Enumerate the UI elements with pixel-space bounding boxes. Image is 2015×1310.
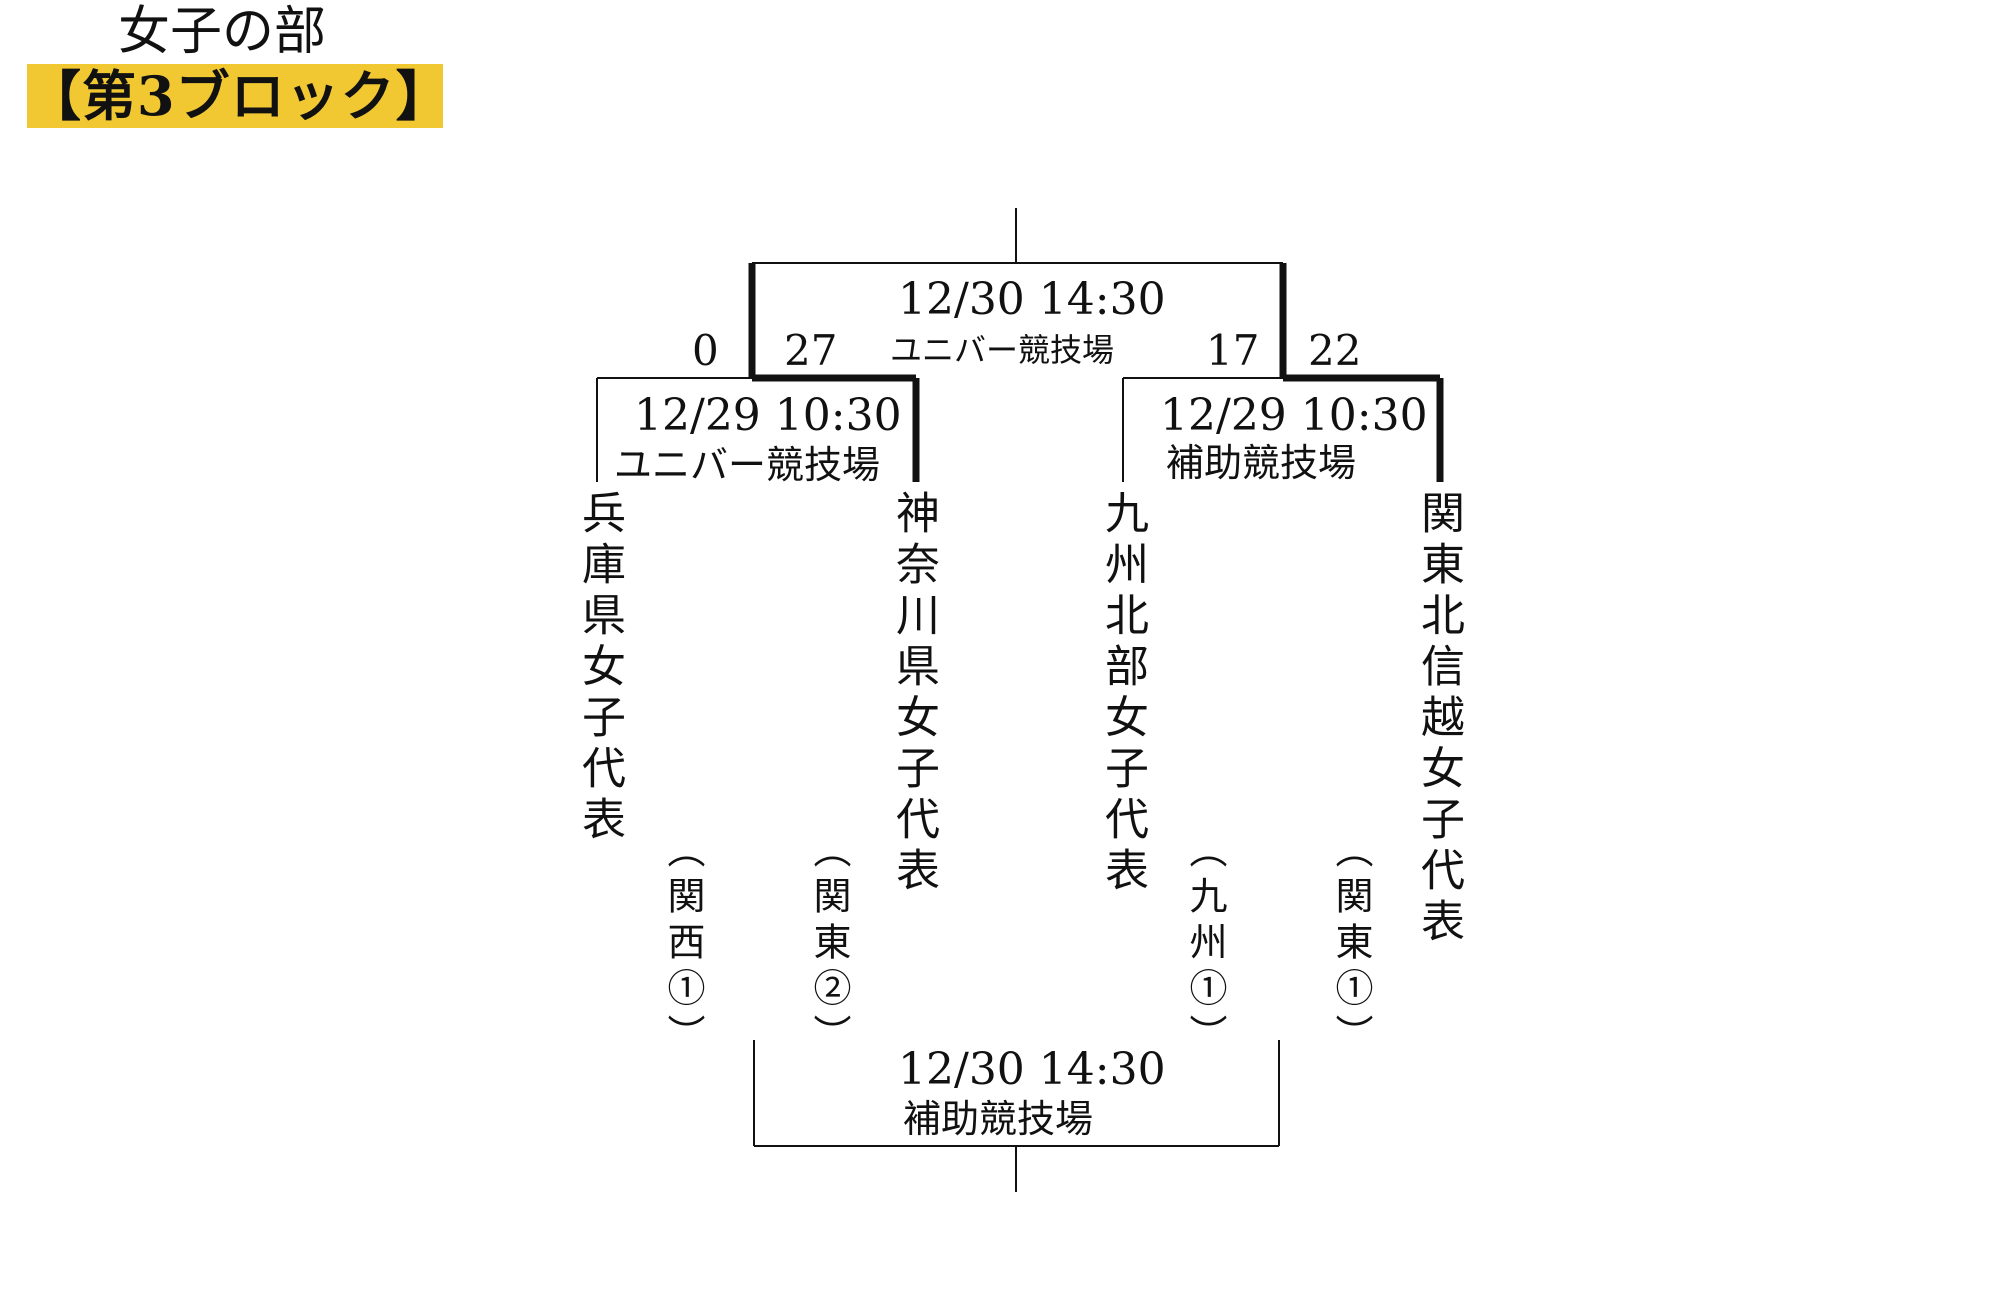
third-datetime: 12/30 14:30 bbox=[898, 1044, 1166, 1095]
semi-left-datetime: 12/29 10:30 bbox=[634, 390, 902, 441]
semi-right-venue: 補助競技場 bbox=[1166, 441, 1357, 485]
team-region: （関西①） bbox=[661, 830, 705, 1060]
team-name: 神奈川県女子代表 bbox=[888, 490, 939, 898]
block-badge: 【第3ブロック】 bbox=[27, 64, 451, 128]
final-venue: ユニバー競技場 bbox=[890, 331, 1115, 369]
semi-left-venue: ユニバー競技場 bbox=[614, 443, 881, 487]
semi-left-score-left: 0 bbox=[692, 326, 719, 375]
team-name: 九州北部女子代表 bbox=[1097, 490, 1148, 898]
division-title: 女子の部 bbox=[118, 2, 327, 62]
final-datetime: 12/30 14:30 bbox=[898, 274, 1166, 325]
semi-right-score-left: 17 bbox=[1206, 326, 1260, 375]
team-region: （九州①） bbox=[1183, 830, 1227, 1060]
team-region: （関東②） bbox=[807, 830, 851, 1060]
team-name: 関東北信越女子代表 bbox=[1413, 490, 1464, 949]
team-region: （関東①） bbox=[1329, 830, 1373, 1060]
team-name: 兵庫県女子代表 bbox=[574, 490, 625, 847]
semi-right-datetime: 12/29 10:30 bbox=[1160, 390, 1428, 441]
third-venue: 補助競技場 bbox=[903, 1097, 1094, 1141]
semi-right-score-right: 22 bbox=[1308, 326, 1362, 375]
semi-left-score-right: 27 bbox=[784, 326, 838, 375]
